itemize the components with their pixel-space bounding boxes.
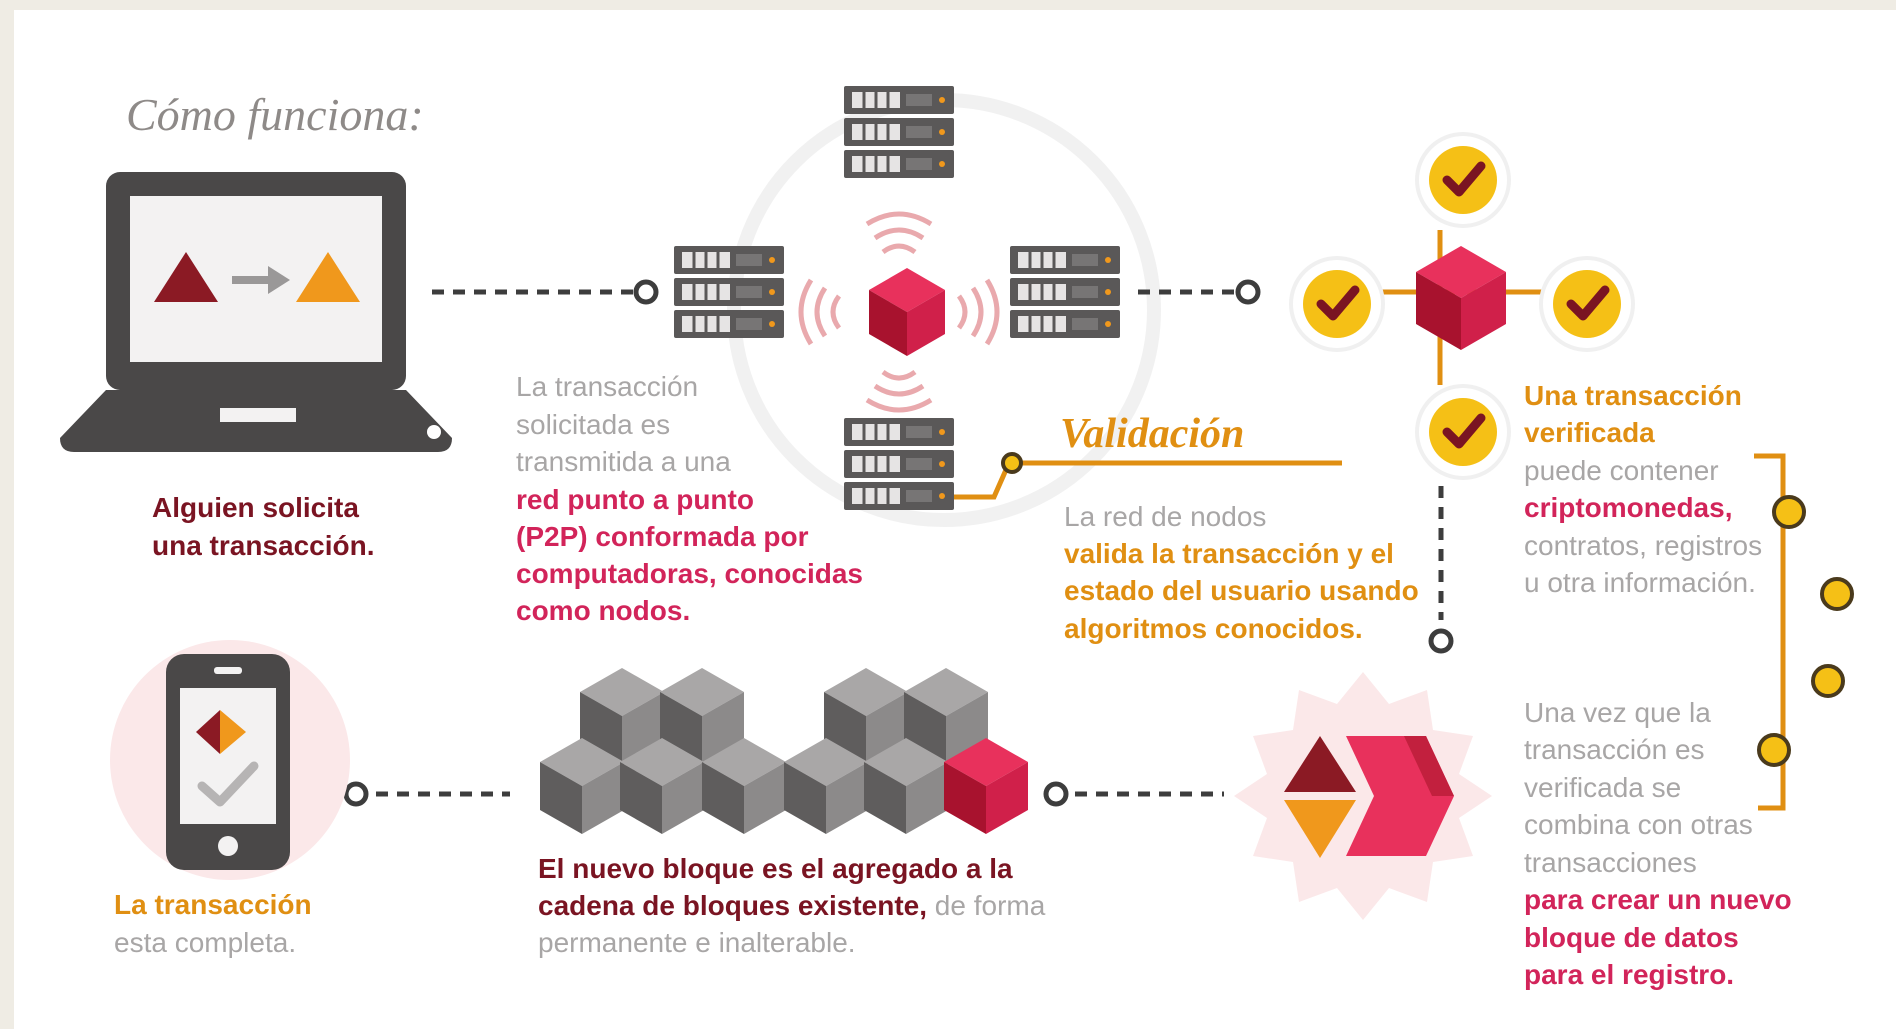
verified-text-line-2: verificada [1524, 417, 1655, 448]
server-icon [844, 86, 954, 178]
block-cube-icon [1416, 246, 1506, 350]
broadcast-text-line-6: computadoras, conocidas [516, 558, 863, 589]
request-text-line-1: Alguien solicita [152, 492, 359, 523]
smartphone-icon [110, 640, 350, 880]
check-badge-icon [1289, 256, 1385, 352]
connector-node-2 [1235, 279, 1261, 305]
combine-bracket [1754, 453, 1786, 811]
connector-node-4 [1043, 781, 1069, 807]
complete-text-line-1: La transacción [114, 889, 312, 920]
validation-underline [952, 460, 1342, 500]
chain-text-line-3: permanente e inalterable. [538, 927, 856, 958]
page-title: Cómo funciona: [126, 89, 424, 140]
combine-text-line-3: verificada se [1524, 772, 1682, 803]
validation-dot [1001, 452, 1023, 474]
validation-text-line-4: algoritmos conocidos. [1064, 613, 1363, 644]
signal-waves-icon [798, 211, 1000, 413]
verified-text-line-1: Una transacción [1524, 380, 1742, 411]
broadcast-text-line-4: red punto a punto [516, 484, 754, 515]
combine-text-line-8: para el registro. [1524, 959, 1735, 990]
server-icon [844, 418, 954, 510]
check-badge-icon [1415, 132, 1511, 228]
verified-text-line-6: u otra información. [1524, 567, 1756, 598]
broadcast-text-line-2: solicitada es [516, 409, 671, 440]
combine-text-line-2: transacción es [1524, 734, 1705, 765]
connector-node-1 [633, 279, 659, 305]
complete-text-line-2: esta completa. [114, 927, 297, 958]
broadcast-text-line-7: como nodos. [516, 595, 691, 626]
verified-text-line-5: contratos, registros [1524, 530, 1763, 561]
request-text-line-2: una transacción. [152, 530, 375, 561]
validation-text-line-2: valida la transacción y el [1064, 538, 1394, 569]
check-badge-icon [1539, 256, 1635, 352]
infographic-canvas: Cómo funciona: Alguien solicita una tran… [14, 10, 1896, 1029]
laptop-icon [60, 172, 452, 452]
combine-text-line-7: bloque de datos [1524, 922, 1739, 953]
broadcast-text-line-3: transmitida a una [516, 446, 731, 477]
block-cube-icon [869, 268, 945, 356]
validation-heading: Validación [1060, 411, 1245, 457]
verified-text-line-4: criptomonedas, [1524, 492, 1733, 523]
chain-text-line-2: cadena de bloques existente, de forma [538, 887, 1045, 925]
check-badge-icon [1415, 384, 1511, 480]
broadcast-text-line-5: (P2P) conformada por [516, 521, 809, 552]
server-icon [1010, 246, 1120, 338]
server-icon [674, 246, 784, 338]
combine-text-line-6: para crear un nuevo [1524, 884, 1792, 915]
validation-text-line-1: La red de nodos [1064, 501, 1267, 532]
chain-text-emphasis: cadena de bloques existente, [538, 890, 928, 921]
block-merge-icon [1234, 672, 1492, 920]
combine-text-line-4: combina con otras [1524, 809, 1753, 840]
chain-text-tail: de forma [927, 890, 1046, 921]
combine-text-line-5: transacciones [1524, 847, 1697, 878]
verified-text-line-3: puede contener [1524, 455, 1719, 486]
connector-node-3 [1428, 628, 1454, 654]
broadcast-text-line-1: La transacción [516, 371, 699, 402]
chain-text-line-1: El nuevo bloque es el agregado a la [538, 853, 1013, 884]
validation-text-line-3: estado del usuario usando [1064, 575, 1419, 606]
stacked-blocks-icon [540, 668, 1028, 834]
connector-node-5 [343, 781, 369, 807]
combine-dots [1757, 495, 1854, 767]
combine-text-line-1: Una vez que la [1524, 697, 1711, 728]
